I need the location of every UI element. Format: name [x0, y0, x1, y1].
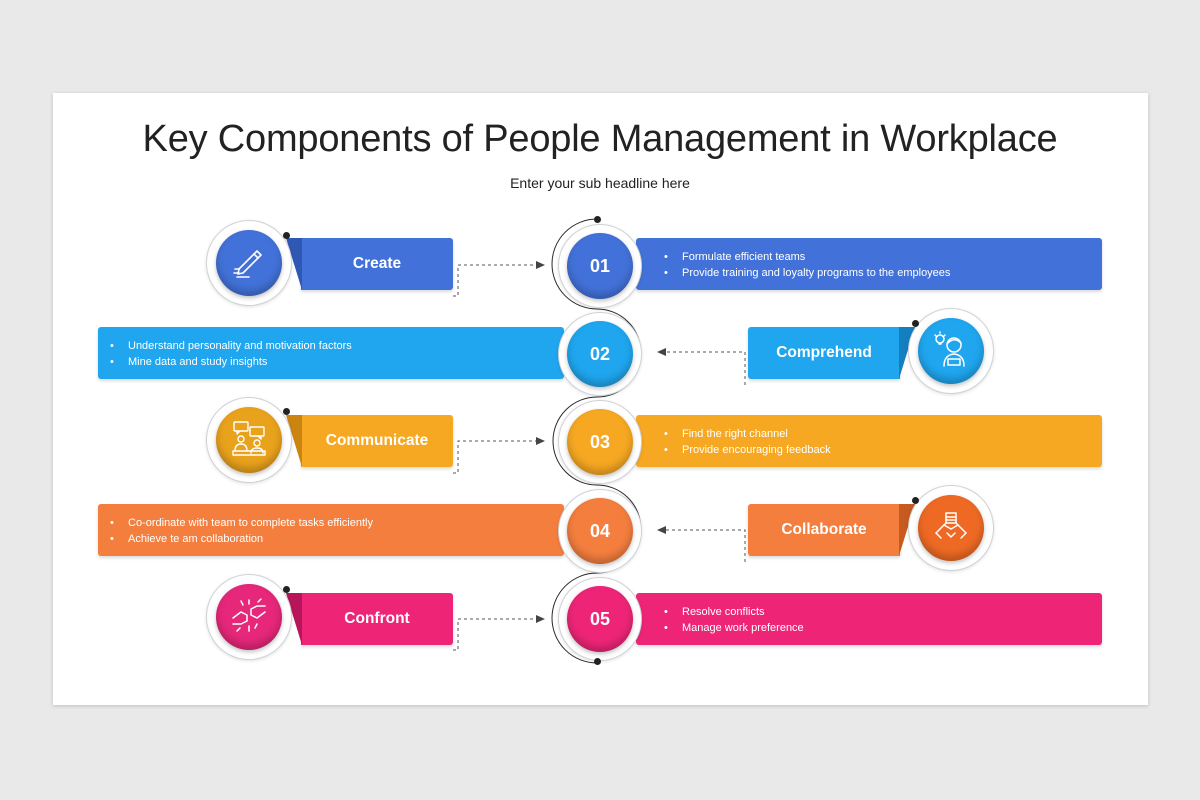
- marker-dot: [594, 658, 601, 665]
- marker-dot: [283, 232, 290, 239]
- step-01-number-badge: 01: [558, 224, 642, 308]
- step-01-icon-badge: [206, 220, 292, 306]
- step-label-text: Create: [352, 255, 402, 272]
- step-04-detail-bar: Co-ordinate with team to complete tasks …: [98, 504, 564, 556]
- step-05-detail-bar: Resolve conflicts Manage work preference: [636, 593, 1102, 645]
- step-03-detail-bar: Find the right channel Provide encouragi…: [636, 415, 1102, 467]
- step-02-detail-bar: Understand personality and motivation fa…: [98, 327, 564, 379]
- step-05-point: Resolve conflicts: [662, 605, 804, 621]
- step-number: 02: [589, 343, 611, 364]
- step-03-point: Find the right channel: [662, 427, 831, 443]
- marker-dot: [912, 320, 919, 327]
- step-03-icon-badge: [206, 397, 292, 483]
- step-label-text: Confront: [344, 610, 410, 627]
- hands-together-icon: [932, 507, 970, 550]
- page-title: Key Components of People Management in W…: [142, 118, 1058, 160]
- page-subtitle: Enter your sub headline here: [510, 175, 690, 191]
- step-05-label: Confront: [301, 593, 453, 645]
- step-04-number-badge: 04: [558, 489, 642, 573]
- marker-dot: [283, 408, 290, 415]
- fist-bump-icon: [230, 596, 268, 639]
- pencil-icon: [231, 243, 267, 284]
- step-number: 04: [589, 520, 611, 541]
- step-number: 03: [589, 431, 611, 452]
- step-04-point: Achieve te am collaboration: [108, 532, 373, 548]
- step-03-point: Provide encouraging feedback: [662, 443, 831, 459]
- marker-dot: [912, 497, 919, 504]
- step-01-point: Provide training and loyalty programs to…: [662, 266, 950, 282]
- step-number: 01: [589, 255, 611, 276]
- step-05-number-badge: 05: [558, 577, 642, 661]
- step-01-detail-bar: Formulate efficient teams Provide traini…: [636, 238, 1102, 290]
- step-label-text: Collaborate: [781, 521, 867, 538]
- meeting-icon: [230, 419, 268, 462]
- step-number: 05: [589, 608, 611, 629]
- step-03-number-badge: 03: [558, 400, 642, 484]
- step-03-label: Communicate: [301, 415, 453, 467]
- marker-dot: [594, 216, 601, 223]
- step-02-icon-badge: [908, 308, 994, 394]
- step-label-text: Communicate: [325, 432, 429, 449]
- step-04-point: Co-ordinate with team to complete tasks …: [108, 516, 373, 532]
- step-label-text: Comprehend: [776, 344, 872, 361]
- idea-person-icon: [932, 330, 970, 373]
- step-02-point: Mine data and study insights: [108, 355, 352, 371]
- step-04-icon-badge: [908, 485, 994, 571]
- step-02-number-badge: 02: [558, 312, 642, 396]
- step-02-point: Understand personality and motivation fa…: [108, 339, 352, 355]
- step-04-label: Collaborate: [748, 504, 900, 556]
- marker-dot: [283, 586, 290, 593]
- step-02-label: Comprehend: [748, 327, 900, 379]
- step-01-point: Formulate efficient teams: [662, 250, 950, 266]
- step-05-point: Manage work preference: [662, 621, 804, 637]
- step-05-icon-badge: [206, 574, 292, 660]
- step-01-label: Create: [301, 238, 453, 290]
